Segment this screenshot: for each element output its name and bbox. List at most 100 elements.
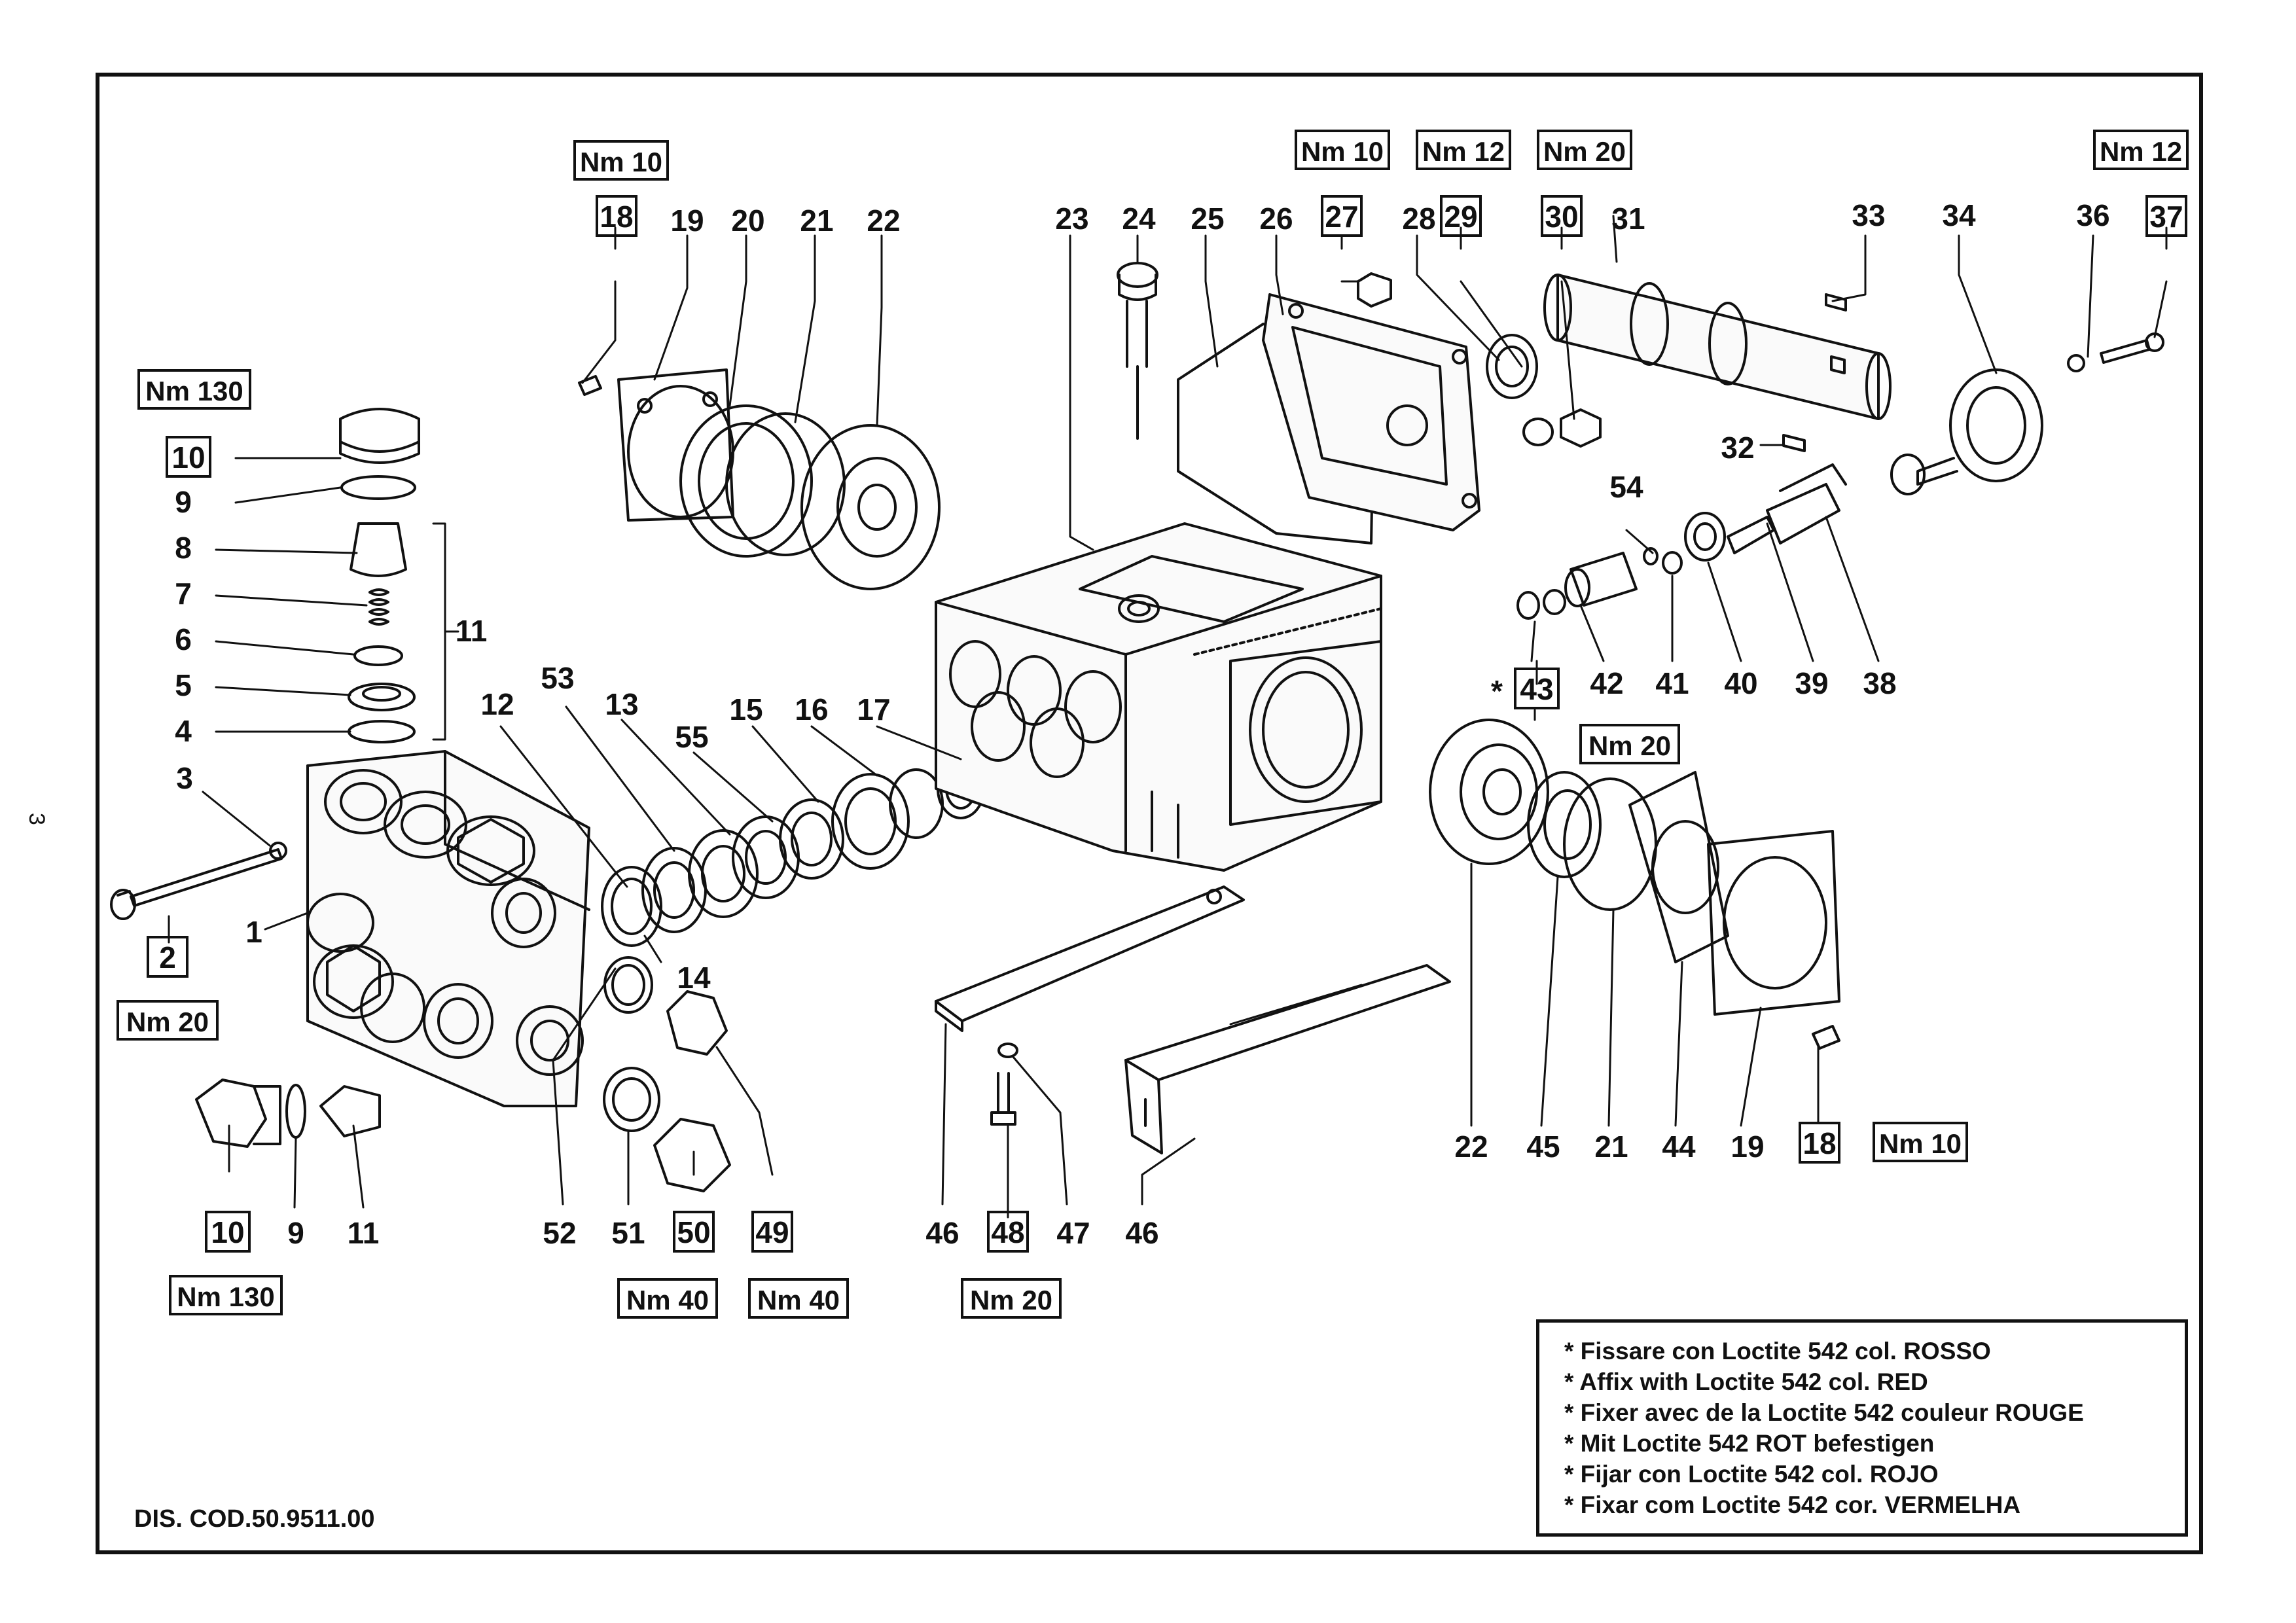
part-number: 11 [456, 614, 488, 648]
washer-3-drawing [269, 842, 287, 860]
part-number: 1 [245, 915, 262, 949]
crankcase-drawing [935, 522, 1382, 872]
seal-group-drawing [601, 758, 985, 1132]
part-number: 23 [1055, 202, 1088, 236]
boxed-part-number: 49 [755, 1215, 789, 1249]
leader-lines [168, 215, 2168, 1219]
boxed-part-number: 30 [1545, 200, 1578, 234]
part-number: 26 [1259, 202, 1293, 236]
boxed-part-number-frames [147, 195, 2187, 1253]
part-number: 19 [670, 204, 704, 238]
loctite-asterisk: * [1491, 674, 1503, 708]
part-number: 14 [677, 961, 711, 995]
pump-head-manifold-drawing [306, 750, 590, 1107]
legend-line-de: * Mit Loctite 542 ROT befestigen [1564, 1430, 1935, 1457]
part-number: 44 [1662, 1130, 1696, 1164]
lower-plug-drawing [195, 1079, 381, 1148]
part-number: 7 [175, 577, 192, 611]
boxed-part-number: 2 [159, 940, 176, 974]
torque-label: Nm 130 [177, 1281, 274, 1312]
torque-box-text: Nm 10 Nm 10 Nm 12 Nm 20 Nm 12 Nm 130 Nm … [126, 136, 2182, 1315]
torque-label: Nm 20 [126, 1007, 209, 1037]
legend-line-en: * Affix with Loctite 542 col. RED [1564, 1368, 1928, 1395]
torque-boxes [117, 130, 2189, 1319]
bolt-37-washer-36-drawing [2067, 332, 2164, 372]
crankshaft-drawing [1543, 274, 1892, 420]
torque-label: Nm 10 [580, 147, 662, 177]
part-number: 11 [348, 1216, 380, 1250]
legend-line-pt: * Fixar com Loctite 542 cor. VERMELHA [1564, 1491, 2021, 1518]
drawing-code: DIS. COD.50.9511.00 [134, 1505, 375, 1533]
part-number: 4 [175, 714, 192, 748]
part-number: 41 [1655, 666, 1689, 700]
connecting-rod-drawing [1890, 368, 2043, 495]
part-number: 22 [867, 204, 900, 238]
part-number: 17 [857, 692, 890, 726]
bolt-48-washer-47-drawing [990, 1043, 1018, 1126]
plugs-49-50-drawing [653, 990, 731, 1192]
boxed-part-number-text: 18 27 29 30 37 10 2 10 50 49 48 43 18 [159, 200, 2183, 1249]
part-number: 21 [800, 204, 833, 238]
torque-label: Nm 40 [757, 1285, 840, 1315]
part-number: 34 [1942, 198, 1976, 232]
torque-label: Nm 12 [1422, 136, 1505, 167]
part-number: 16 [795, 692, 828, 726]
right-bearing-drawing [1429, 719, 1840, 1016]
legend-line-it: * Fissare con Loctite 542 col. ROSSO [1564, 1338, 1991, 1364]
part-number: 19 [1731, 1130, 1764, 1164]
part-number: 6 [175, 622, 192, 656]
part-number: 52 [543, 1216, 576, 1250]
part-number: 21 [1594, 1130, 1628, 1164]
part-number: 9 [175, 485, 192, 519]
part-number: 39 [1795, 666, 1828, 700]
part-number: 38 [1863, 666, 1896, 700]
part-number: 32 [1721, 431, 1754, 465]
part-number: 9 [287, 1216, 304, 1250]
part-number: 5 [175, 668, 192, 702]
legend-line-fr: * Fixer avec de la Loctite 542 couleur R… [1564, 1399, 2084, 1426]
boxed-part-number: 18 [600, 200, 633, 234]
bearing-cap-parts-drawing [1486, 334, 1602, 448]
part-number: 51 [611, 1216, 645, 1250]
part-number: 20 [731, 204, 764, 238]
screw-18-drawing [578, 375, 602, 396]
cover-gasket-drawing [1177, 272, 1480, 544]
boxed-part-number: 37 [2149, 200, 2183, 234]
torque-label: Nm 10 [1879, 1128, 1962, 1159]
loctite-legend: * Fissare con Loctite 542 col. ROSSO * A… [1536, 1319, 2188, 1537]
part-number: 45 [1526, 1130, 1560, 1164]
part-number: 24 [1122, 202, 1156, 236]
torque-label: Nm 130 [145, 376, 243, 406]
part-number: 33 [1852, 198, 1885, 232]
part-number: 3 [176, 761, 193, 795]
torque-label: Nm 20 [970, 1285, 1052, 1315]
part-number: 31 [1611, 202, 1645, 236]
left-bearing-drawing [617, 368, 941, 590]
screw-18-right-drawing [1812, 1025, 1840, 1050]
part-number: 47 [1056, 1216, 1090, 1250]
piston-guide-drawing [1516, 463, 1847, 620]
pin-32-drawing [1782, 434, 1806, 452]
part-number: 46 [925, 1216, 959, 1250]
torque-label: Nm 20 [1588, 730, 1671, 761]
mounting-brackets-drawing [935, 885, 1451, 1154]
part-number: 8 [175, 531, 192, 565]
boxed-part-number: 29 [1444, 200, 1477, 234]
boxed-part-number: 50 [677, 1215, 710, 1249]
part-number: 54 [1609, 470, 1643, 504]
part-number: 40 [1724, 666, 1757, 700]
valve-stack-drawing [339, 408, 420, 743]
torque-label: Nm 20 [1543, 136, 1626, 167]
part-number: 15 [729, 692, 762, 726]
boxed-part-number: 10 [211, 1215, 244, 1249]
tie-bolt-drawing [110, 848, 283, 920]
boxed-part-number: 10 [171, 440, 205, 474]
part-number: 13 [605, 687, 638, 721]
key-33-drawing [1825, 293, 1847, 312]
part-number: 46 [1125, 1216, 1158, 1250]
drawing-frame [96, 73, 2203, 1554]
dipstick-drawing [1117, 262, 1158, 440]
part-number: 25 [1191, 202, 1224, 236]
boxed-part-number: 27 [1325, 200, 1358, 234]
